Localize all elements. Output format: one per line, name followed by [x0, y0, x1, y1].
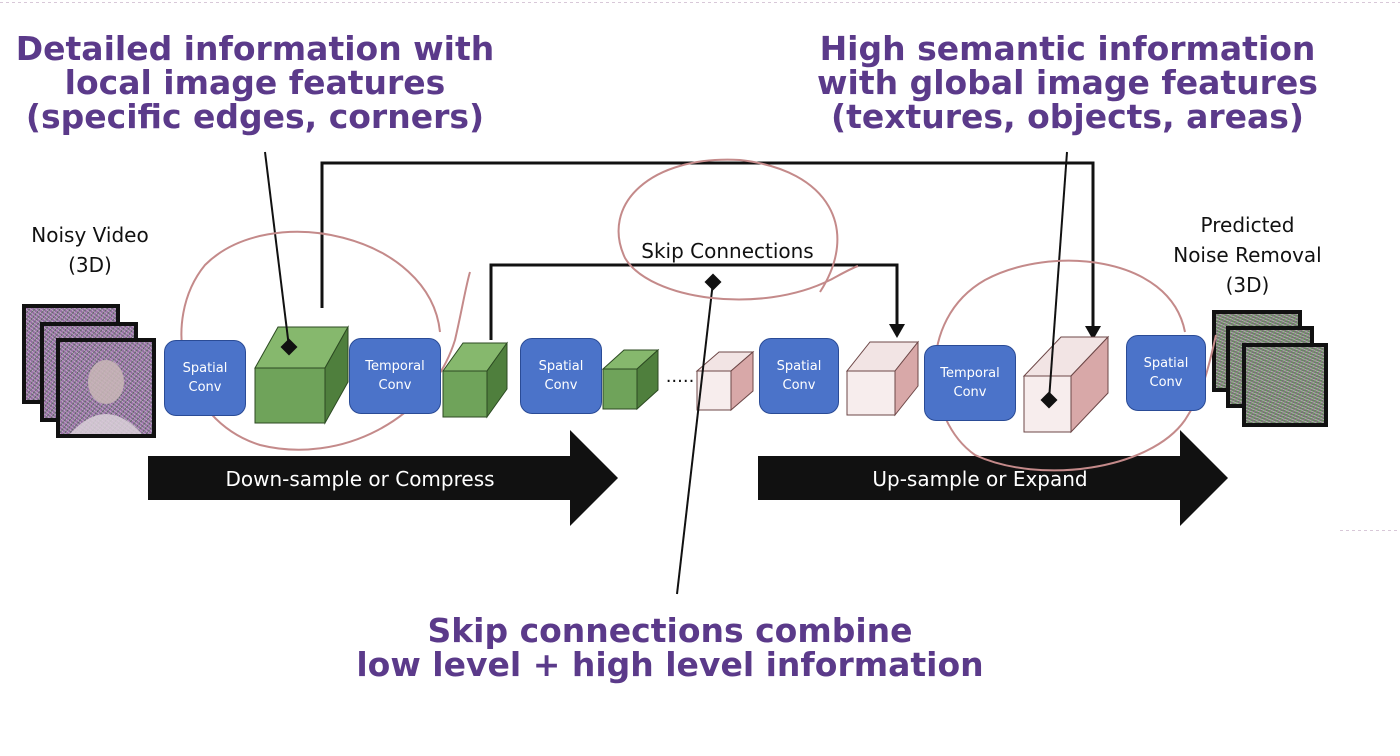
encoder-cube-3 — [601, 348, 660, 411]
conv-block-6-line-1: Spatial — [1143, 356, 1189, 371]
conv-block-5-line-1: Temporal — [940, 366, 1000, 381]
skip-connections-pointer — [676, 281, 714, 595]
headline-local-line-3: (specific edges, corners) — [25, 97, 485, 136]
headline-local-line-1: Detailed information with — [15, 29, 495, 68]
decoder-cube-2 — [845, 340, 920, 417]
headline-skip-connections: Skip connections combine low level + hig… — [350, 614, 990, 682]
input-label-line-2: (3D) — [68, 253, 112, 277]
spatial-conv-block-4: Spatial Conv — [1126, 335, 1206, 411]
decoder-cube-3 — [1022, 335, 1110, 434]
global-features-pointer — [1048, 151, 1068, 401]
top-dotted-rule — [0, 2, 1400, 3]
headline-skip-line-2: low level + high level information — [356, 645, 984, 684]
inner-skip-connection — [489, 263, 899, 340]
inner-skip-arrowhead — [889, 324, 905, 338]
outer-skip-connection — [320, 161, 1095, 330]
skip-connections-pointer-diamond — [704, 273, 722, 291]
downsample-arrow — [148, 430, 618, 526]
headline-global-features: High semantic information with global im… — [800, 32, 1335, 134]
spatial-conv-block-2: Spatial Conv — [520, 338, 602, 414]
conv-block-3-line-2: Conv — [544, 378, 578, 393]
person-portrait-icon — [70, 360, 142, 434]
upsample-arrow — [758, 430, 1228, 526]
input-frame-3 — [56, 338, 156, 438]
headline-skip-line-1: Skip connections combine — [427, 611, 913, 650]
input-label: Noisy Video (3D) — [15, 220, 165, 280]
temporal-conv-block-2: Temporal Conv — [924, 345, 1016, 421]
conv-block-5-line-2: Conv — [953, 385, 987, 400]
temporal-conv-block-1: Temporal Conv — [349, 338, 441, 414]
upsample-arrow-label: Up-sample or Expand — [872, 467, 1088, 491]
spatial-conv-block-3: Spatial Conv — [759, 338, 839, 414]
skip-connections-label: Skip Connections — [641, 239, 814, 263]
conv-block-1-line-2: Conv — [188, 380, 222, 395]
output-frame-3 — [1242, 343, 1328, 427]
conv-block-6-line-2: Conv — [1149, 375, 1183, 390]
decoder-cube-1 — [695, 350, 755, 412]
spatial-conv-block-1: Spatial Conv — [164, 340, 246, 416]
output-label-line-1: Predicted — [1200, 213, 1295, 237]
right-dotted-rule — [1340, 530, 1400, 531]
global-features-circle — [934, 259, 1217, 472]
skip-connections-circle — [617, 158, 859, 301]
conv-block-3-line-1: Spatial — [538, 359, 584, 374]
input-label-line-1: Noisy Video — [31, 223, 149, 247]
output-label-line-3: (3D) — [1225, 273, 1270, 297]
output-label-line-2: Noise Removal — [1173, 243, 1322, 267]
headline-global-line-3: (textures, objects, areas) — [830, 97, 1305, 136]
local-features-pointer-diamond — [280, 338, 298, 356]
conv-block-4-line-1: Spatial — [776, 359, 822, 374]
conv-block-2-line-2: Conv — [378, 378, 412, 393]
output-label: Predicted Noise Removal (3D) — [1160, 210, 1335, 300]
encoder-cube-2 — [442, 341, 508, 419]
downsample-arrow-label: Down-sample or Compress — [225, 467, 495, 491]
local-features-circle — [180, 230, 471, 451]
conv-block-2-line-1: Temporal — [365, 359, 425, 374]
conv-block-4-line-2: Conv — [782, 378, 816, 393]
outer-skip-arrowhead — [1085, 326, 1101, 340]
headline-global-line-1: High semantic information — [819, 29, 1316, 68]
local-features-pointer — [264, 151, 290, 348]
headline-global-line-2: with global image features — [817, 63, 1318, 102]
encoder-cube-1 — [254, 325, 349, 425]
ellipsis: ..... — [665, 366, 695, 387]
conv-block-1-line-1: Spatial — [182, 361, 228, 376]
headline-local-line-2: local image features — [64, 63, 446, 102]
headline-local-features: Detailed information with local image fe… — [10, 32, 500, 134]
